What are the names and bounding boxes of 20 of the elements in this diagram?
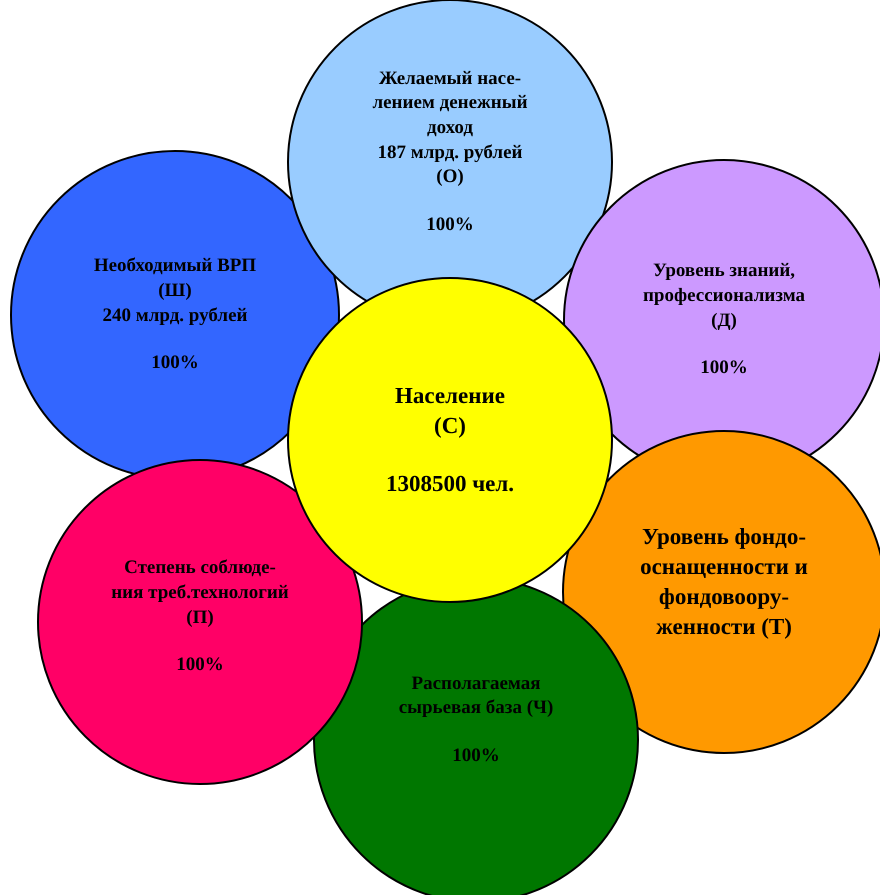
node-text: 100%	[151, 351, 199, 376]
node-title: Желаемый насе-лением денежный доход	[371, 66, 529, 140]
node-text: (П)	[186, 606, 214, 630]
node-title: Уровень знаний, профессионализма	[642, 259, 806, 308]
node-title: Степень соблюде-ния треб.технологий	[110, 556, 290, 605]
node-title: Уровень фондо-оснащенности и фондовоору-женности (Т)	[639, 523, 809, 641]
node-text: (Д)	[711, 308, 737, 333]
node-text: (Ш)	[158, 278, 192, 303]
node-text: 100%	[700, 356, 748, 380]
node-text: 100%	[176, 653, 224, 678]
node-text: 240 млрд. рублей	[102, 304, 248, 328]
node-text: 100%	[426, 212, 474, 237]
node-text: (О)	[436, 165, 464, 190]
node-text: 1308500 чел.	[386, 470, 514, 498]
node-text: 187 млрд. рублей	[378, 140, 522, 165]
node-title: Население	[395, 382, 505, 410]
node-title: Необходимый ВРП	[94, 254, 256, 278]
node-title: Располагаемая сырьевая база (Ч)	[398, 672, 554, 720]
node-text: (С)	[434, 412, 466, 440]
node-text: 100%	[452, 744, 500, 768]
